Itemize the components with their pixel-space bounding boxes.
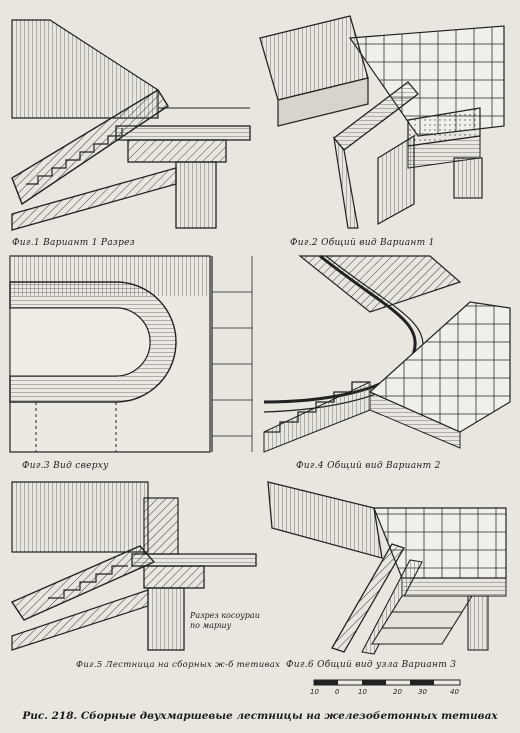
figure-5-note-line1: Разрез косоураи [190,611,260,620]
scale-tick-2: 10 [358,688,367,696]
figure-4-drawing [260,252,512,457]
fig3-landing-grid [211,256,253,452]
fig2-stringer [333,81,419,229]
figure-6-caption: Фиг.6 Общий вид узла Вариант 3 [286,660,457,670]
figure-3-drawing [6,252,256,457]
figure-5-note-line2: по маршу [190,621,232,630]
scale-tick-1: 0 [335,688,340,696]
fig5-wall [11,481,179,555]
scale-tick-3: 20 [393,688,402,696]
fig1-landing [115,107,251,229]
fig5-landing-section [131,553,257,651]
scale-tick-0: 10 [310,688,319,696]
fig1-stair-flight [11,89,169,206]
fig4-lower-steps [263,381,371,453]
figure-4-caption: Фиг.4 Общий вид Вариант 2 [296,461,441,471]
figure-6-drawing [262,478,514,658]
figure-3-caption: Фиг.3 Вид сверху [22,461,109,471]
fig2-column [453,157,483,199]
fig6-stringer [331,543,423,655]
scale-bar [308,676,468,702]
fig4-tiled-landing [368,301,511,449]
fig4-upper-flight [298,255,462,313]
figure-5-drawing [8,478,260,653]
fig6-upper-beam [267,481,383,559]
figure-1-caption: Фиг.1 Вариант 1 Разрез [12,238,136,248]
fig1-lower-flight [11,167,177,231]
fig3-u-turn-stair [9,281,177,403]
scale-tick-5: 40 [450,688,459,696]
fig5-lower-flight [11,589,149,651]
figure-2-caption: Фиг.2 Общий вид Вариант 1 [290,238,435,248]
figure-5-caption: Фиг.5 Лестница на сборных ж-б тетивах [76,660,281,670]
fig3-dashed-supports [35,402,117,452]
figure-2-drawing [258,8,512,238]
figure-1-drawing [8,8,254,238]
fig2-upper-beam [259,15,369,127]
scale-tick-4: 30 [418,688,427,696]
figure-main-caption: Рис. 218. Сборные двухмаршевые лестницы … [22,710,498,722]
figure-5-section-note: Разрез косоураи по маршу [190,611,260,631]
fig6-steps [371,595,489,651]
